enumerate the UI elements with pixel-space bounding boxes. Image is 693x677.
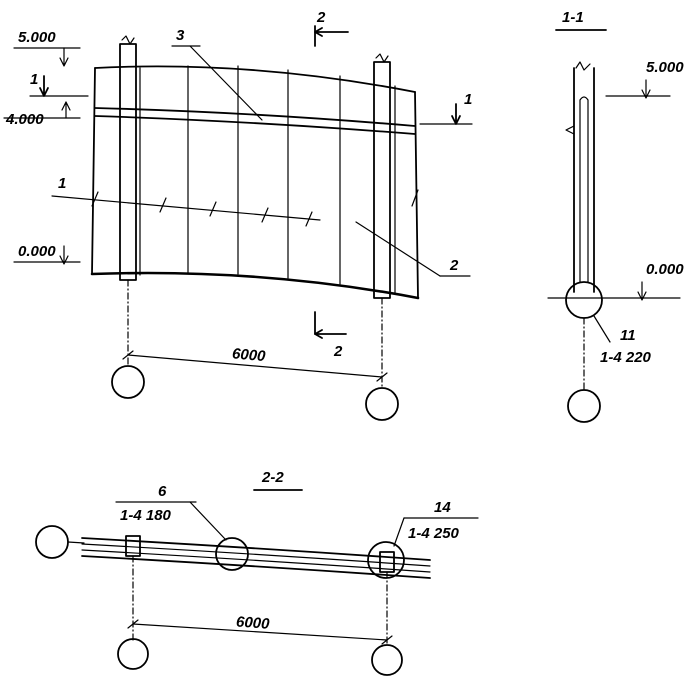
dimension-tick	[376, 372, 388, 382]
node-detail-circle-left	[215, 537, 249, 571]
section-1-1-title: 1-1	[562, 9, 584, 26]
wall-bottom-edge	[90, 271, 420, 300]
column-left	[119, 43, 137, 281]
section-cut-2-top-label: 2	[316, 9, 326, 26]
level-arrow	[59, 245, 69, 265]
axis-bubble	[371, 644, 403, 676]
plan-wall-line	[81, 537, 431, 561]
callout-leader	[189, 45, 263, 121]
node-detail-circle	[565, 281, 603, 319]
section-node-right-ref: 1-4 250	[408, 525, 460, 542]
section-cut-1-left-label: 1	[30, 71, 38, 88]
section-cut-arrow	[314, 329, 347, 339]
section-cut-arrow	[39, 75, 49, 97]
plan-wall-line	[81, 549, 431, 573]
callout-marker-label: 1	[58, 175, 66, 192]
level-arrow	[641, 79, 651, 99]
dimension-tick	[381, 635, 393, 645]
level-bottom-label: 0.000	[18, 243, 56, 260]
level-arrow	[637, 281, 647, 301]
marker-tick	[159, 197, 167, 213]
dimension-tick	[122, 350, 134, 360]
dimension-line	[127, 354, 383, 378]
section-cut-arrow	[314, 27, 349, 37]
beam-lower-line	[94, 115, 416, 135]
marker-line	[51, 195, 321, 221]
axis-bubble	[567, 389, 601, 423]
node-detail-circle-right	[367, 541, 405, 579]
axis-bubble-left	[111, 365, 145, 399]
column-right	[373, 61, 391, 299]
marker-tick	[91, 191, 99, 207]
span-dimension-label: 6000	[231, 345, 266, 365]
section-inner-panel	[579, 96, 589, 283]
callout-panel-label: 2	[449, 257, 459, 274]
plan-wall-line	[81, 543, 431, 567]
marker-tick	[261, 207, 269, 223]
marker-tick	[411, 189, 419, 207]
axis-bubble-left	[35, 525, 69, 559]
callout-leader	[593, 315, 611, 343]
section-2-2-view: 2-2 6 1-4 180 14 1-4 250 60	[35, 469, 479, 676]
axis-bubble-right	[365, 387, 399, 421]
column-break-mark	[121, 35, 135, 45]
callout-leader	[189, 501, 227, 541]
section-cut-2-bottom-label: 2	[333, 343, 343, 360]
marker-tick	[305, 211, 313, 227]
level-top-label: 5.000	[18, 29, 56, 46]
level-middle-label: 4.000	[5, 111, 44, 128]
section-node-left-number: 6	[158, 483, 167, 500]
section-node-ref: 1-4 220	[600, 349, 652, 366]
column-break-mark	[575, 61, 591, 71]
wall-left-edge	[91, 67, 96, 275]
beam-bracket	[565, 125, 575, 135]
marker-tick	[209, 201, 217, 217]
section-level-bottom-label: 0.000	[646, 261, 684, 278]
section-1-1-view: 1-1 5.000 0.000 11 1-4 220	[547, 9, 684, 423]
column-break-mark	[375, 53, 389, 63]
callout-beam-label: 3	[176, 27, 185, 44]
dimension-tick	[127, 619, 139, 629]
level-arrow	[59, 47, 69, 67]
elevation-view: 6000 5.000 4.000 0.000 1 1 2 2 3	[3, 9, 473, 421]
axis-bubble	[117, 638, 149, 670]
section-node-number: 11	[620, 327, 636, 344]
section-cut-1-right-label: 1	[464, 91, 472, 108]
section-node-left-ref: 1-4 180	[120, 507, 172, 524]
wall-top-edge	[94, 65, 416, 93]
plan-wall-line	[81, 555, 431, 579]
callout-leader	[393, 517, 405, 547]
section-span-dimension-label: 6000	[235, 613, 270, 632]
section-2-2-title: 2-2	[261, 469, 284, 486]
section-cut-arrow	[451, 103, 461, 125]
level-arrow	[61, 101, 71, 119]
callout-leader	[355, 221, 441, 277]
axis-line	[67, 541, 85, 544]
section-level-top-label: 5.000	[646, 59, 684, 76]
dimension-line	[132, 623, 388, 641]
section-node-right-number: 14	[434, 499, 451, 516]
